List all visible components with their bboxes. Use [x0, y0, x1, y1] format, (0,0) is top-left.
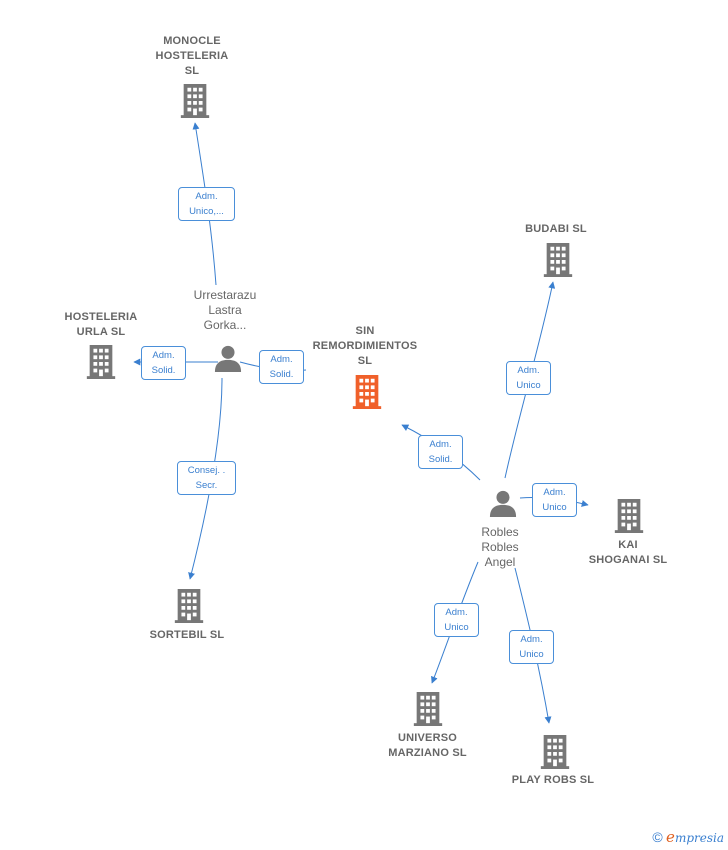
- urrestarazu-label[interactable]: Urrestarazu Lastra Gorka...: [193, 288, 257, 332]
- empresia-watermark: © empresia: [652, 828, 724, 846]
- sortebil-building-icon[interactable]: [174, 589, 204, 623]
- edge-label-rob-play[interactable]: Adm. Unico: [509, 630, 554, 664]
- copyright-symbol: ©: [652, 829, 663, 845]
- edge-label-rob-kai[interactable]: Adm. Unico: [532, 483, 577, 517]
- kai-shoganai-label[interactable]: KAI SHOGANAI SL: [588, 539, 668, 566]
- kai-shoganai-building-icon[interactable]: [614, 499, 644, 533]
- monocle-label[interactable]: MONOCLE HOSTELERIA SL: [155, 35, 229, 77]
- urrestarazu-person-icon[interactable]: [214, 345, 242, 372]
- robles-person-icon[interactable]: [489, 490, 517, 517]
- edge-label-urr-urla[interactable]: Adm. Solid.: [141, 346, 186, 380]
- universo-marziano-building-icon[interactable]: [413, 692, 443, 726]
- sin-remordimientos-building-icon[interactable]: [352, 375, 382, 409]
- play-robs-building-icon[interactable]: [540, 735, 570, 769]
- brand-name: mpresia: [674, 831, 724, 845]
- budabi-building-icon[interactable]: [543, 243, 573, 277]
- edge-label-urr-monocle[interactable]: Adm. Unico,...: [178, 187, 235, 221]
- sin-remordimientos-label[interactable]: SIN REMORDIMIENTOS SL: [312, 325, 418, 367]
- edge-label-rob-budabi[interactable]: Adm. Unico: [506, 361, 551, 395]
- edge-label-urr-sortebil[interactable]: Consej. . Secr.: [177, 461, 236, 495]
- monocle-building-icon[interactable]: [180, 84, 210, 118]
- edge-label-rob-universo[interactable]: Adm. Unico: [434, 603, 479, 637]
- hosteleria-urla-label[interactable]: HOSTELERIA URLA SL: [64, 311, 138, 338]
- play-robs-label[interactable]: PLAY ROBS SL: [511, 774, 595, 786]
- brand-initial: e: [666, 828, 675, 846]
- budabi-label[interactable]: BUDABI SL: [525, 223, 587, 235]
- sortebil-label[interactable]: SORTEBIL SL: [149, 629, 225, 641]
- hosteleria-urla-building-icon[interactable]: [86, 345, 116, 379]
- universo-marziano-label[interactable]: UNIVERSO MARZIANO SL: [388, 732, 467, 759]
- edge-label-urr-sin[interactable]: Adm. Solid.: [259, 350, 304, 384]
- edge-label-rob-sin[interactable]: Adm. Solid.: [418, 435, 463, 469]
- robles-label[interactable]: Robles Robles Angel: [481, 525, 519, 569]
